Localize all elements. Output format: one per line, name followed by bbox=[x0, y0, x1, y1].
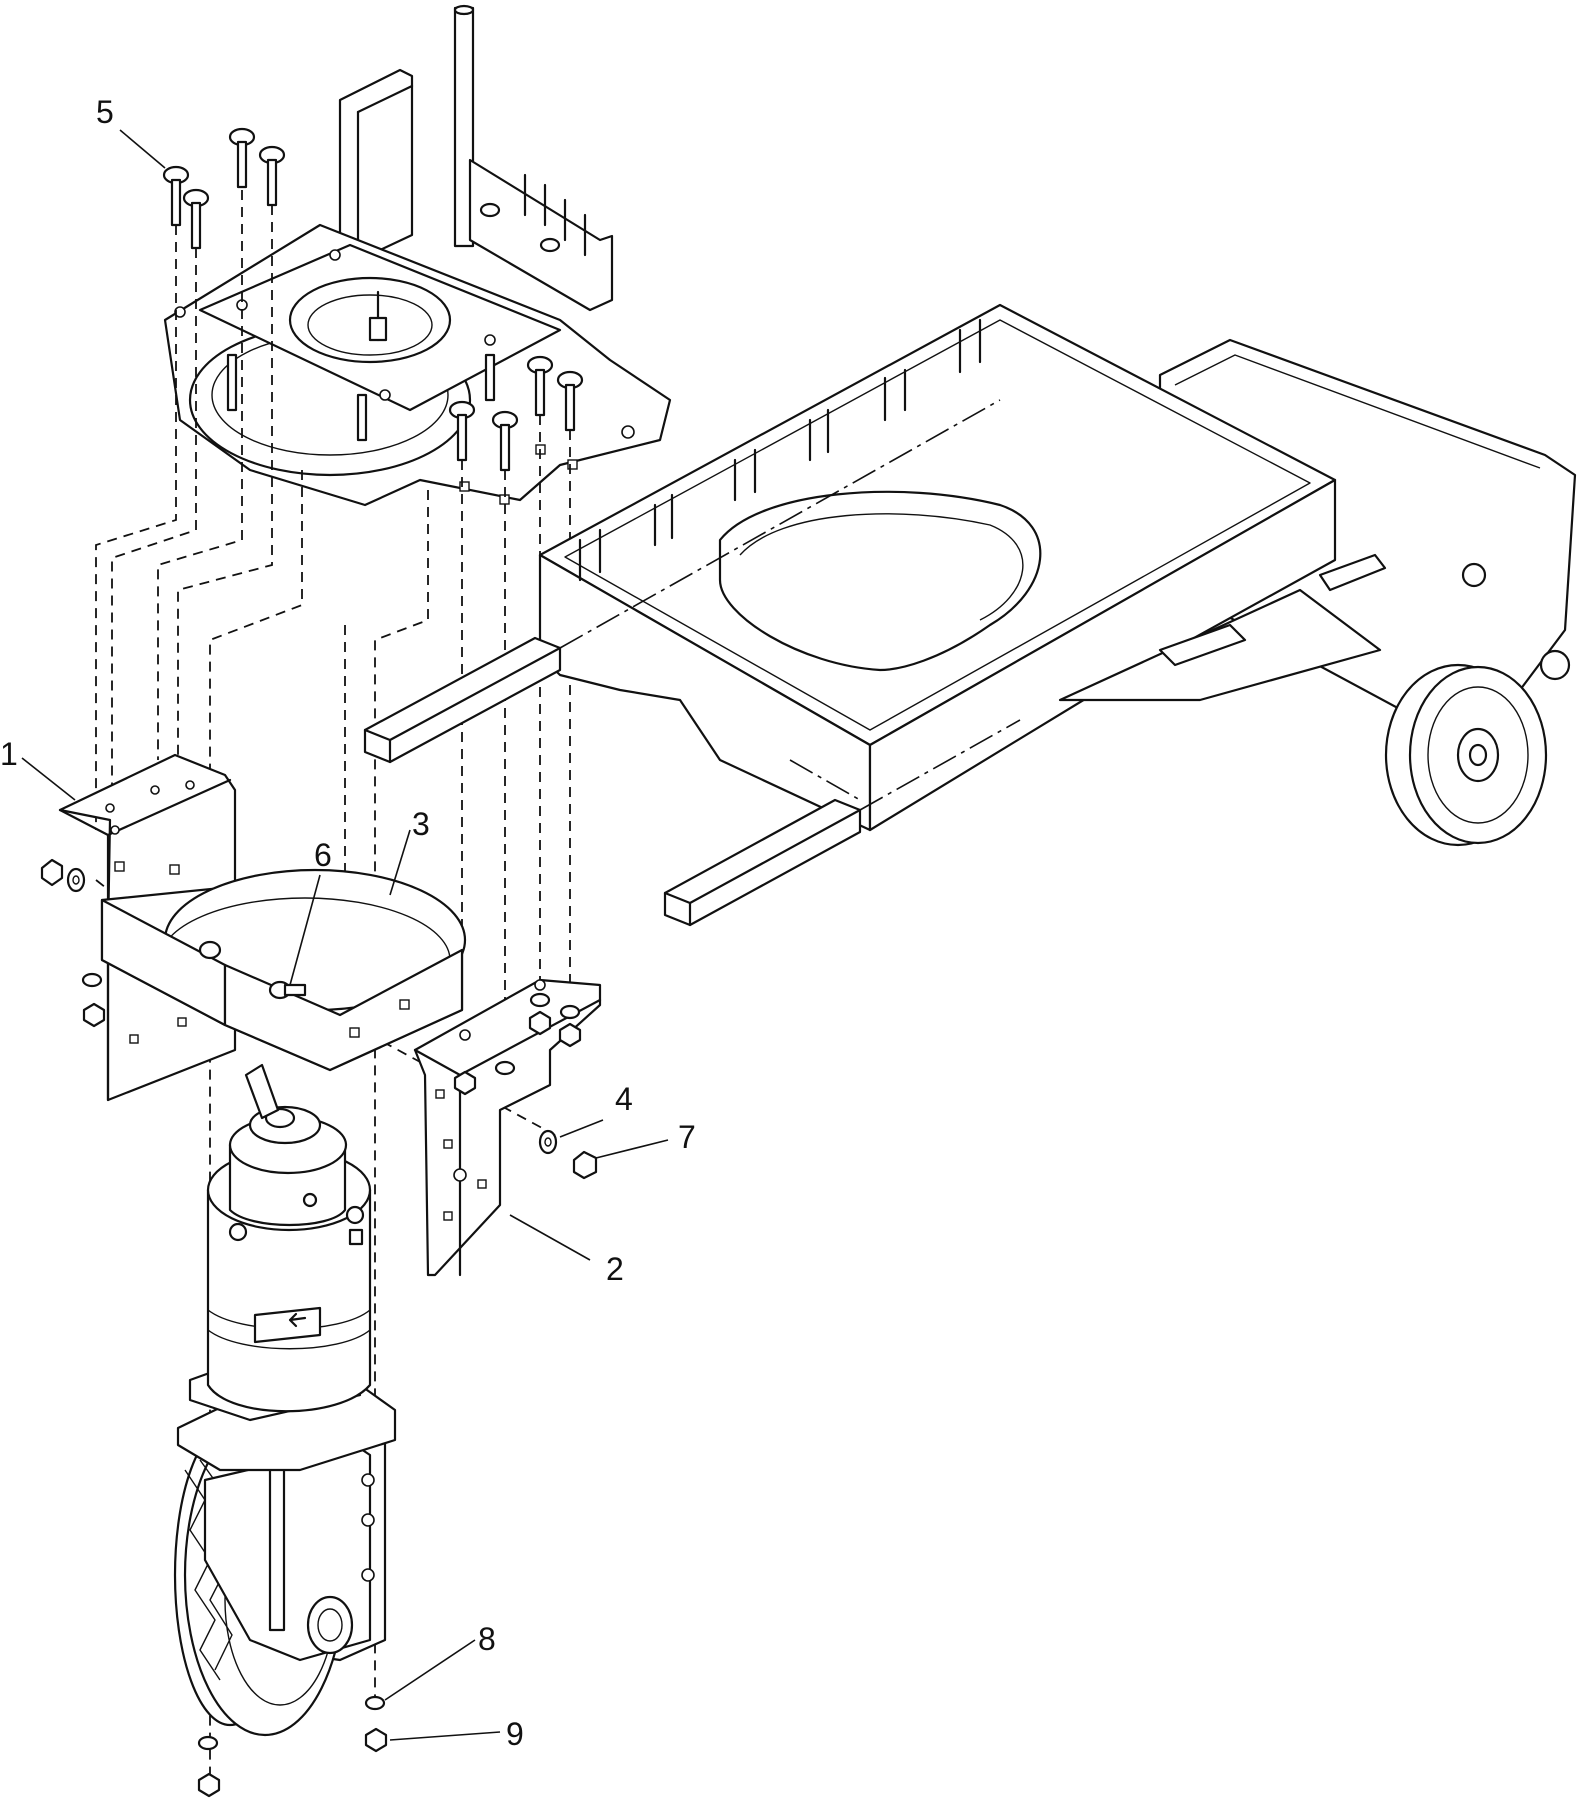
square-tube bbox=[663, 798, 862, 927]
rear-wheel bbox=[1384, 663, 1548, 847]
hex-nut-item-7 bbox=[572, 1150, 598, 1180]
callout-9: 9 bbox=[506, 1716, 524, 1752]
hex-nut bbox=[528, 1010, 552, 1036]
washer bbox=[559, 1004, 581, 1020]
hex-nut-item-9 bbox=[364, 1727, 388, 1753]
carriage-bolts bbox=[162, 127, 584, 472]
washer bbox=[66, 867, 86, 893]
carriage-bolt bbox=[228, 127, 256, 189]
callout-3: 3 bbox=[412, 806, 430, 842]
square-tube bbox=[363, 636, 562, 764]
callout-4: 4 bbox=[615, 1081, 633, 1117]
hex-nut bbox=[197, 1772, 221, 1798]
washer-item-4 bbox=[538, 1129, 558, 1155]
hex-nut bbox=[558, 1022, 582, 1048]
callout-labels: 1 2 3 4 5 6 7 8 9 bbox=[0, 94, 696, 1752]
square-tubes bbox=[363, 399, 1021, 927]
fasteners bbox=[40, 858, 598, 1798]
callout-leaders bbox=[21, 129, 669, 1741]
hex-nut bbox=[82, 1002, 106, 1028]
washer bbox=[81, 972, 103, 988]
callout-6: 6 bbox=[314, 837, 332, 873]
callout-2: 2 bbox=[606, 1251, 624, 1287]
carriage-bolt bbox=[258, 145, 286, 207]
washer bbox=[494, 1060, 516, 1076]
mounting-cup bbox=[100, 861, 467, 1072]
carriage-bolt bbox=[182, 188, 210, 250]
callout-5: 5 bbox=[96, 94, 114, 130]
washer-item-8 bbox=[364, 1695, 386, 1711]
callout-1: 1 bbox=[0, 736, 18, 772]
washer bbox=[529, 992, 551, 1008]
hex-nut bbox=[453, 1070, 477, 1096]
carriage-bolt bbox=[556, 370, 584, 432]
drive-motor-wheel-assembly bbox=[173, 1063, 397, 1737]
callout-7: 7 bbox=[678, 1119, 696, 1155]
bracket-right bbox=[413, 978, 602, 1277]
washer bbox=[197, 1735, 219, 1751]
chassis-frame bbox=[538, 303, 1577, 847]
callout-8: 8 bbox=[478, 1621, 496, 1657]
hex-nut bbox=[40, 858, 64, 887]
upper-turntable-assembly bbox=[163, 4, 672, 507]
